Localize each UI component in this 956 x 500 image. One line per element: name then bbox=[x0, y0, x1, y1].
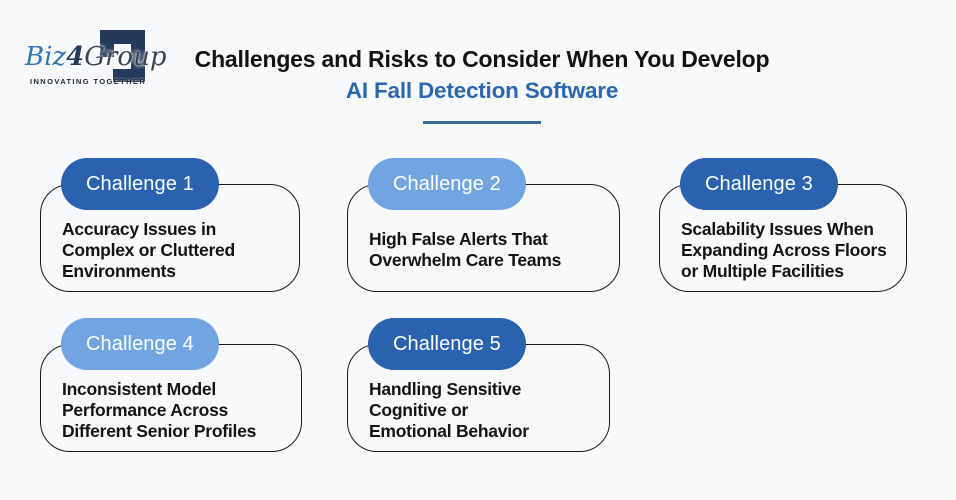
page-header: Challenges and Risks to Consider When Yo… bbox=[152, 46, 812, 124]
challenge-5-text: Handling Sensitive Cognitive or Emotiona… bbox=[369, 378, 529, 441]
page-title-line1: Challenges and Risks to Consider When Yo… bbox=[194, 46, 770, 72]
challenge-card-5: Challenge 5 Handling Sensitive Cognitive… bbox=[347, 318, 610, 452]
challenge-4-text: Inconsistent Model Performance Across Di… bbox=[62, 378, 257, 441]
challenge-2-text: High False Alerts That Overwhelm Care Te… bbox=[369, 229, 562, 270]
challenge-1-text: Accuracy Issues in Complex or Cluttered … bbox=[62, 218, 235, 281]
challenge-3-text: Scalability Issues When Expanding Across… bbox=[681, 218, 887, 281]
logo-word-four: 4 bbox=[66, 42, 85, 72]
logo-tagline: INNOVATING TOGETHER bbox=[30, 77, 147, 86]
biz4group-logo: Biz4Group INNOVATING TOGETHER bbox=[25, 16, 166, 92]
page-title-line2: AI Fall Detection Software bbox=[345, 78, 619, 103]
logo-mark-left-stub bbox=[100, 30, 114, 57]
logo-word-biz: Biz bbox=[25, 42, 67, 72]
challenge-2-badge: Challenge 2 bbox=[368, 158, 526, 210]
challenge-3-badge: Challenge 3 bbox=[680, 158, 838, 210]
challenge-4-badge: Challenge 4 bbox=[61, 318, 219, 370]
logo-wordmark: Biz4Group bbox=[25, 42, 166, 72]
logo-word-group: Group bbox=[84, 42, 167, 72]
challenge-5-badge: Challenge 5 bbox=[368, 318, 526, 370]
challenge-card-3: Challenge 3 Scalability Issues When Expa… bbox=[659, 158, 907, 292]
challenge-card-1: Challenge 1 Accuracy Issues in Complex o… bbox=[40, 158, 300, 292]
challenge-1-badge: Challenge 1 bbox=[61, 158, 219, 210]
title-underline-rule bbox=[423, 121, 541, 124]
logo-mark-bottom-foot bbox=[113, 69, 145, 82]
challenge-card-2: Challenge 2 High False Alerts That Overw… bbox=[347, 158, 620, 292]
challenge-card-4: Challenge 4 Inconsistent Model Performan… bbox=[40, 318, 302, 452]
